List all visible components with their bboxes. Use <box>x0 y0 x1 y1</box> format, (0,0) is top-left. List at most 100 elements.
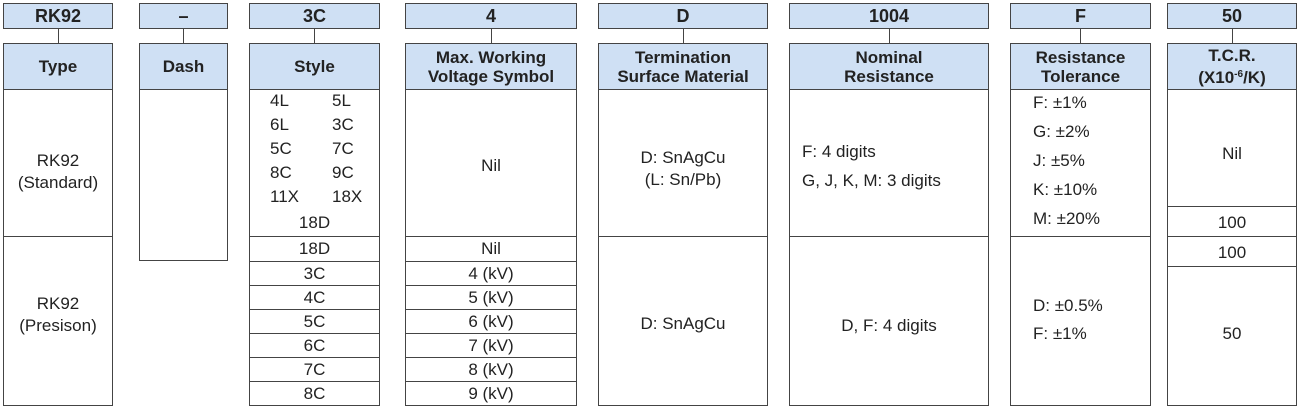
header-tcr-line2: (X10-6/K) <box>1198 68 1266 87</box>
row-divider <box>406 381 576 382</box>
resistance-standard-line1: F: 4 digits <box>802 142 876 161</box>
type-precision-label: (Presison) <box>19 316 97 335</box>
tcr-standard-nil: Nil <box>1222 144 1242 163</box>
tcr-precision-50: 50 <box>1222 324 1242 343</box>
header-voltage-line2: Voltage Symbol <box>427 66 555 86</box>
style-option: 9C <box>332 163 354 182</box>
row-divider <box>250 261 379 262</box>
voltage-column: Nil Nil 4 (kV) 5 (kV) 6 (kV) 7 (kV) 8 (kV) 9 (… <box>405 90 577 406</box>
row-divider <box>1168 236 1296 237</box>
voltage-precision-option: 5 (kV) <box>468 287 514 307</box>
header-tolerance-line1: Resistance <box>1035 47 1126 67</box>
row-divider <box>1011 236 1150 237</box>
header-resistance-line1: Nominal <box>855 47 923 67</box>
row-divider <box>250 236 379 237</box>
row-divider <box>406 309 576 310</box>
tolerance-option: J: ±5% <box>1033 151 1085 170</box>
header-dash: Dash <box>139 43 228 90</box>
resistance-column: F: 4 digits G, J, K, M: 3 digits D, F: 4… <box>789 90 989 406</box>
connector-type <box>58 29 59 43</box>
header-type: Type <box>3 43 113 90</box>
tolerance-option: G: ±2% <box>1033 122 1090 141</box>
style-precision-option: 6C <box>303 335 326 355</box>
connector-resistance <box>889 29 890 43</box>
type-standard-name: RK92 <box>36 151 80 170</box>
header-style: Style <box>249 43 380 90</box>
header-termination-line1: Termination <box>634 47 732 67</box>
voltage-precision-option: 7 (kV) <box>468 335 514 355</box>
termination-standard-line1: D: SnAgCu <box>640 148 726 167</box>
connector-tcr <box>1232 29 1233 43</box>
row-divider <box>1168 266 1296 267</box>
code-type: RK92 <box>3 3 113 29</box>
style-option: 5L <box>332 91 351 110</box>
type-column: RK92 (Standard) RK92 (Presison) <box>3 90 113 406</box>
style-option: 18X <box>332 187 363 206</box>
code-resistance: 1004 <box>789 3 989 29</box>
voltage-precision-option: Nil <box>481 238 501 258</box>
termination-column: D: SnAgCu (L: Sn/Pb) D: SnAgCu <box>598 90 768 406</box>
tcr-precision-100: 100 <box>1217 242 1247 262</box>
row-divider <box>1168 206 1296 207</box>
code-style: 3C <box>249 3 380 29</box>
code-dash: – <box>139 3 228 29</box>
tolerance-column: F: ±1% G: ±2% J: ±5% K: ±10% M: ±20% D: ±0.5… <box>1010 90 1151 406</box>
style-option: 7C <box>332 139 354 158</box>
termination-precision-value: D: SnAgCu <box>640 314 726 333</box>
voltage-precision-option: 4 (kV) <box>468 263 514 283</box>
row-divider <box>406 261 576 262</box>
connector-termination <box>683 29 684 43</box>
style-precision-option: 18D <box>298 238 331 258</box>
style-precision-option: 5C <box>303 311 326 331</box>
tolerance-option: F: ±1% <box>1033 93 1087 112</box>
row-divider <box>406 333 576 334</box>
row-divider <box>250 285 379 286</box>
style-column: 4L 6L 5C 8C 11X 5L 3C 7C 9C 18X 18D 18D 3C 4C 5C 6C 7C… <box>249 90 380 406</box>
style-option: 11X <box>270 187 299 206</box>
connector-voltage <box>491 29 492 43</box>
voltage-precision-option: 9 (kV) <box>468 383 514 403</box>
style-option: 4L <box>270 91 289 110</box>
style-precision-option: 3C <box>303 263 326 283</box>
connector-tolerance <box>1080 29 1081 43</box>
style-option: 3C <box>332 115 354 134</box>
voltage-precision-option: 6 (kV) <box>468 311 514 331</box>
type-precision-name: RK92 <box>36 294 80 313</box>
row-divider <box>406 357 576 358</box>
row-divider <box>790 236 988 237</box>
code-voltage: 4 <box>405 3 577 29</box>
style-option: 6L <box>270 115 289 134</box>
tolerance-option: M: ±20% <box>1033 209 1100 228</box>
row-divider <box>4 236 112 237</box>
tolerance-precision-option: F: ±1% <box>1033 324 1087 343</box>
style-option: 5C <box>270 139 292 158</box>
code-tcr: 50 <box>1167 3 1297 29</box>
connector-style <box>314 29 315 43</box>
row-divider <box>406 236 576 237</box>
voltage-standard-value: Nil <box>481 156 501 175</box>
style-precision-option: 7C <box>303 359 326 379</box>
row-divider <box>599 236 767 237</box>
row-divider <box>406 285 576 286</box>
voltage-precision-option: 8 (kV) <box>468 359 514 379</box>
code-termination: D <box>598 3 768 29</box>
style-option-18d: 18D <box>298 213 331 232</box>
row-divider <box>250 333 379 334</box>
style-precision-option: 4C <box>303 287 326 307</box>
tcr-column: Nil 100 100 50 <box>1167 90 1297 406</box>
header-tcr-line1: T.C.R. <box>1208 46 1256 65</box>
style-precision-option: 8C <box>303 383 326 403</box>
row-divider <box>250 381 379 382</box>
header-termination-line2: Surface Material <box>617 66 749 86</box>
code-tolerance: F <box>1010 3 1151 29</box>
type-standard-label: (Standard) <box>17 173 99 192</box>
tolerance-precision-option: D: ±0.5% <box>1033 296 1103 315</box>
tcr-standard-100: 100 <box>1217 212 1247 232</box>
header-tolerance-line2: Tolerance <box>1040 66 1121 86</box>
tolerance-option: K: ±10% <box>1033 180 1098 199</box>
resistance-precision-value: D, F: 4 digits <box>841 316 937 335</box>
